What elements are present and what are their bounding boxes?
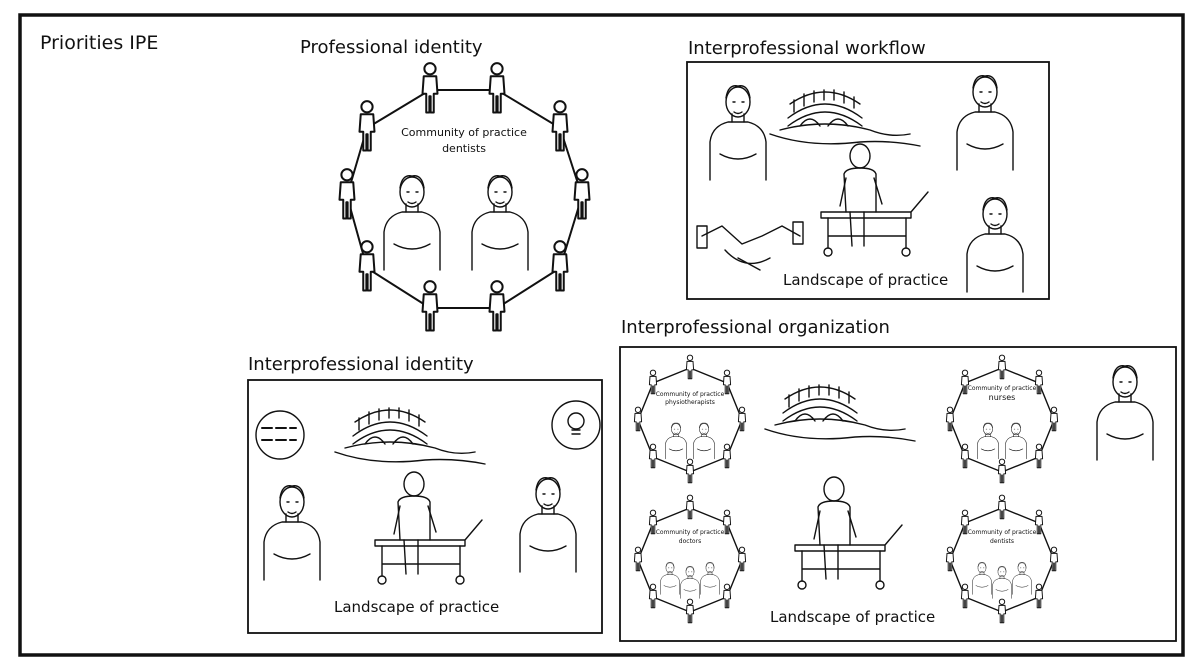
dentist-masked-person-icon xyxy=(472,176,528,270)
community-label-profession: doctors xyxy=(679,538,701,545)
community-label: Community of practice xyxy=(968,529,1037,536)
community-label: Community of practice xyxy=(656,391,725,398)
workflow-frame xyxy=(687,62,1049,299)
interprofessional-identity-title: Interprofessional identity xyxy=(248,354,474,375)
landscape-label: Landscape of practice xyxy=(770,608,935,626)
community-doctors: Community of practice doctors xyxy=(634,495,745,623)
lightbulb-icon xyxy=(552,401,600,449)
community-label-profession: physiotherapists xyxy=(665,399,715,406)
person-icon xyxy=(1097,366,1153,460)
community-ring xyxy=(347,90,582,308)
treatment-table-icon xyxy=(821,144,928,256)
community-nurses: Community of practice nurses xyxy=(946,355,1057,483)
physiotherapist-person-icon xyxy=(520,478,576,572)
physiotherapist-person-icon xyxy=(957,76,1013,170)
professional-identity-panel: Professional identity Community of pract… xyxy=(300,37,590,331)
community-dentists: Community of practice dentists xyxy=(946,495,1057,623)
community-label-profession: dentists xyxy=(442,142,486,155)
community-physiotherapists: Community of practice physiotherapists xyxy=(634,355,745,483)
community-label-profession: dentists xyxy=(990,538,1014,545)
dentist-person-icon xyxy=(967,198,1023,292)
bridge-icon xyxy=(765,385,915,441)
professional-identity-title: Professional identity xyxy=(300,37,483,58)
community-label-profession: nurses xyxy=(989,393,1016,402)
treatment-table-icon xyxy=(795,477,902,589)
bridge-icon xyxy=(770,90,920,146)
dentist-person-icon xyxy=(384,176,440,270)
page-title: Priorities IPE xyxy=(40,32,158,54)
treatment-table-icon xyxy=(375,472,482,584)
person-icon xyxy=(340,63,590,330)
landscape-label: Landscape of practice xyxy=(783,271,948,289)
community-label: Community of practice xyxy=(968,385,1037,392)
bridge-icon xyxy=(335,408,485,464)
community-label: Community of practice xyxy=(656,529,725,536)
interprofessional-organization-title: Interprofessional organization xyxy=(621,317,890,338)
handshake-icon xyxy=(697,222,803,270)
nurse-person-icon xyxy=(264,486,320,580)
community-label: Community of practice xyxy=(401,126,527,139)
landscape-label: Landscape of practice xyxy=(334,598,499,616)
interprofessional-identity-panel: Interprofessional identity Landscape of … xyxy=(248,354,602,633)
interprofessional-organization-panel: Interprofessional organization Community… xyxy=(620,317,1176,641)
interprofessional-workflow-panel: Interprofessional workflow Landscape of … xyxy=(687,38,1049,299)
interprofessional-workflow-title: Interprofessional workflow xyxy=(688,38,926,59)
nurse-person-icon xyxy=(710,86,766,180)
speech-bubble-icon xyxy=(256,411,304,459)
identity-frame xyxy=(248,380,602,633)
